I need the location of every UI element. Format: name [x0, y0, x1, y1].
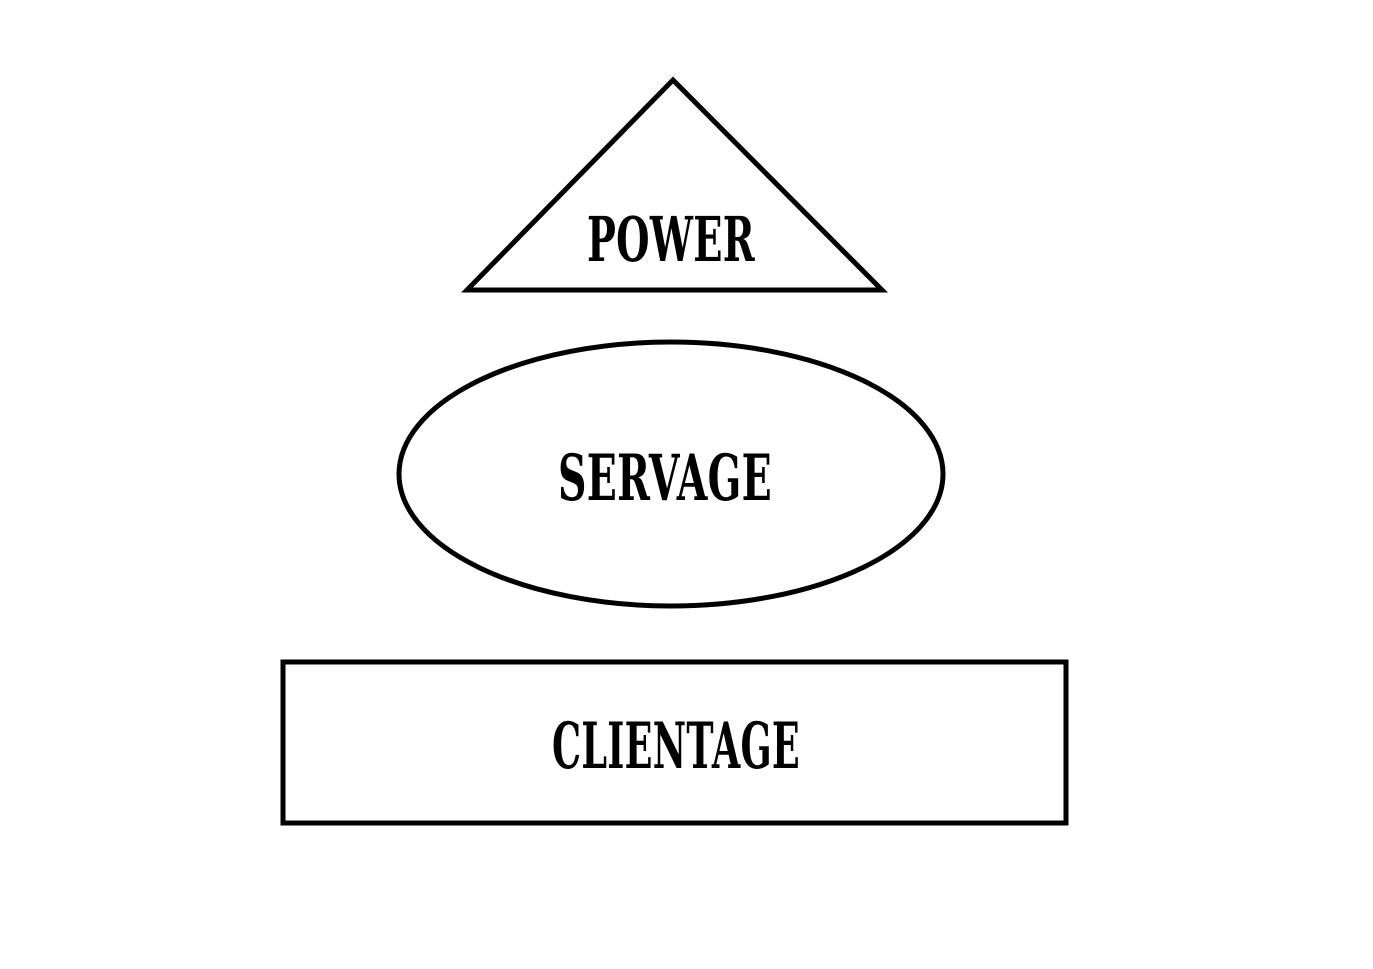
triangle-shape[interactable] [461, 76, 889, 293]
ellipse-shape[interactable] [396, 339, 946, 609]
clientage-label: CLIENTAGE [552, 709, 800, 784]
servage-label: SERVAGE [558, 441, 772, 516]
rectangle-shape[interactable] [280, 659, 1069, 826]
layer-servage[interactable]: SERVAGE [396, 339, 946, 609]
layer-power[interactable]: POWER [461, 76, 889, 293]
power-label: POWER [587, 203, 755, 276]
layer-clientage[interactable]: CLIENTAGE [280, 659, 1069, 826]
